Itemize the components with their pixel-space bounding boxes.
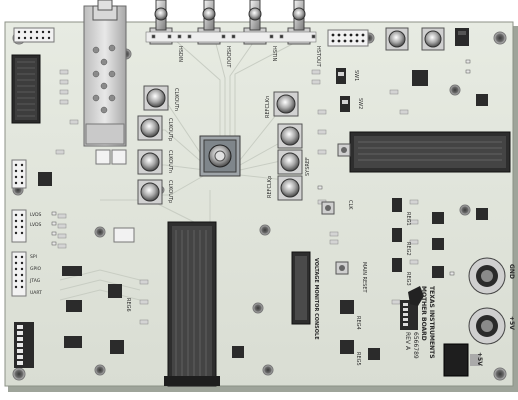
label-spi: SPI — [30, 255, 37, 260]
label-clkoutn-1: CLKOUTn — [173, 88, 179, 112]
label-refclkp: REFCLKp — [267, 175, 273, 198]
clock-sma-right — [273, 91, 303, 201]
label-voltage-monitor: VOLTAGE MONITOR CONSOLE — [313, 258, 319, 340]
ti-logo — [408, 286, 424, 306]
label-clk: CLK — [347, 200, 353, 210]
label-reg5: REG5 — [355, 352, 361, 366]
fmc-connector — [164, 221, 220, 387]
label-lvds-1: LVDS — [30, 213, 42, 218]
label-clkoutn-2: CLKOUTn — [167, 150, 173, 174]
label-lvds-2: LVDS — [30, 223, 42, 228]
label-sysref: SYSREF — [305, 157, 311, 176]
label-main-reset: MAIN RESET — [361, 262, 367, 293]
label-reg4: REG4 — [355, 316, 361, 330]
voltage-monitor-connector — [291, 251, 311, 325]
label-plus5v: +5V — [508, 316, 515, 330]
label-plus5v-2: +5V — [476, 352, 483, 366]
board-revision: REV A — [404, 332, 411, 351]
clock-sma-left — [137, 85, 169, 205]
label-hsdout: HSDOUT — [225, 46, 231, 68]
label-reg2: REG2 — [405, 242, 411, 256]
sfp-cage — [83, 0, 127, 147]
label-hstout: HSTOUT — [315, 46, 321, 67]
hsmc-connector — [349, 131, 511, 173]
power-jacks — [443, 257, 506, 377]
label-gpio: GPIO — [30, 267, 42, 272]
label-clkoutp-2: CLKOUTp — [167, 180, 173, 204]
label-reg6: REG6 — [125, 298, 131, 312]
label-reg1: REG1 — [405, 212, 411, 226]
label-sw1: SW1 — [353, 70, 359, 82]
label-hsdin: HSDIN — [177, 46, 183, 62]
label-refclkn: REFCLKn — [265, 95, 271, 118]
label-clkoutp-1: CLKOUTp — [167, 118, 173, 142]
label-hstin: HSTIN — [271, 46, 277, 62]
label-jtag: JTAG — [30, 279, 41, 284]
board-title-line1: TEXAS INSTRUMENTS — [428, 286, 435, 359]
pcb — [4, 21, 514, 387]
center-clock-ic — [199, 135, 241, 177]
label-sw2: SW2 — [357, 98, 363, 110]
label-reg3: REG3 — [405, 272, 411, 286]
label-uart: UART — [30, 291, 42, 296]
board-part-number: 6566789 — [412, 332, 419, 359]
label-gnd: GND — [508, 264, 515, 279]
board-title-line2: MOTHER BOARD — [420, 286, 427, 341]
